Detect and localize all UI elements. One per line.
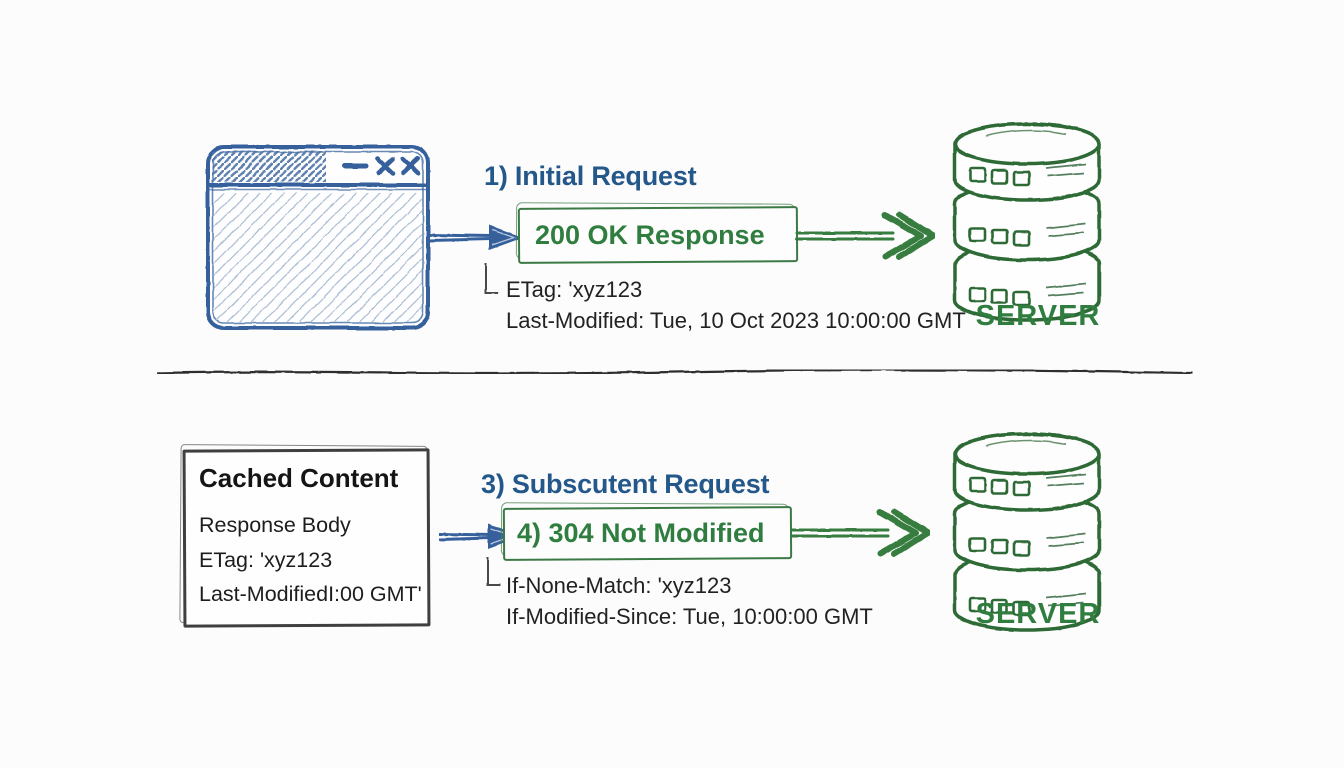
server-stack-icon	[953, 122, 1101, 322]
bracket-connector	[485, 263, 498, 294]
response-304-box: 4) 304 Not Modified	[500, 502, 793, 561]
server-label-top: SERVER	[975, 300, 1101, 332]
etag-header-text: ETag: 'xyz123	[506, 277, 643, 302]
cached-content-title: Cached Content	[199, 463, 399, 493]
request-arrow-icon	[427, 225, 523, 250]
cache-line-etag: ETag: 'xyz123	[199, 548, 333, 572]
server-label-bottom: SERVER	[975, 598, 1101, 630]
step-1-heading: 1) Initial Request	[484, 161, 697, 191]
section-divider	[156, 368, 1194, 375]
cache-line-response-body: Response Body	[199, 513, 351, 537]
last-modified-header-text: Last-Modified: Tue, 10 Oct 2023 10:00:00…	[506, 308, 966, 333]
response-arrow-icon	[790, 509, 930, 557]
response-200-box: 200 OK Response	[515, 202, 799, 264]
browser-window-icon	[206, 145, 430, 330]
response-200-label: 200 OK Response	[535, 219, 765, 250]
cache-line-last-modified: Last-ModifiedI:00 GMT'	[199, 582, 422, 606]
response-arrow-icon	[795, 212, 935, 260]
server-stack-icon	[953, 432, 1101, 632]
bracket-connector	[487, 557, 500, 586]
step-3-heading: 3) Subscutent Request	[481, 469, 770, 499]
cached-content-box: Cached Content Response Body ETag: 'xyz1…	[179, 444, 431, 628]
response-304-label: 4) 304 Not Modified	[517, 518, 765, 548]
if-modified-since-header-text: If-Modified-Since: Tue, 10:00:00 GMT	[506, 604, 873, 629]
if-none-match-header-text: If-None-Match: 'xyz123	[506, 573, 732, 598]
